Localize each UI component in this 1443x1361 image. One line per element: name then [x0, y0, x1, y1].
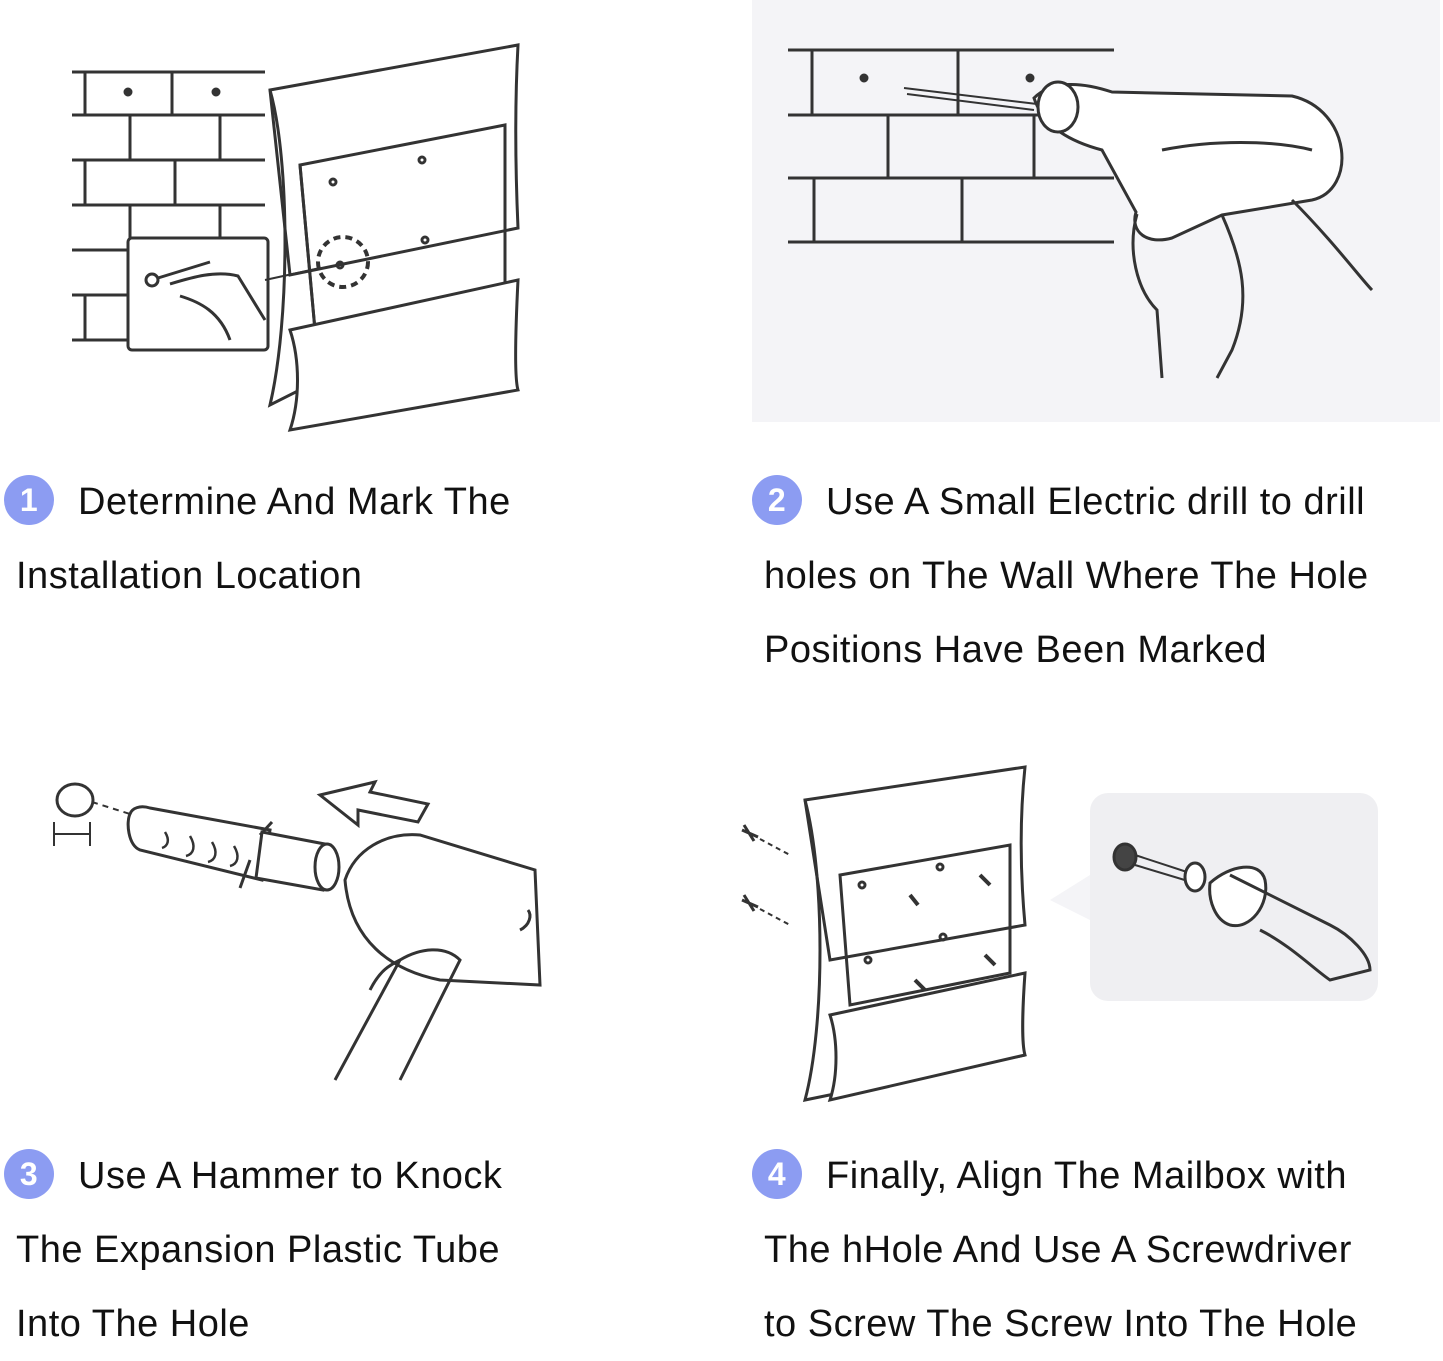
- step-3-badge: 3: [4, 1148, 54, 1199]
- step-4-line-2: The hHole And Use A Screwdriver: [764, 1229, 1352, 1271]
- step-4-line-3: to Screw The Screw Into The Hole: [764, 1303, 1358, 1345]
- step-3-line-1: Use A Hammer to Knock: [78, 1155, 503, 1197]
- step-1-line-2: Installation Location: [16, 555, 363, 597]
- electric-drill-icon: [752, 0, 1440, 422]
- step-1-badge: 1: [4, 474, 54, 525]
- step-2-line-2: holes on The Wall Where The Hole: [764, 555, 1369, 597]
- step-4-badge: 4: [752, 1148, 802, 1199]
- screwdriver-mailbox-icon: [730, 755, 1410, 1115]
- step-4-caption: 4 Finally, Align The Mailbox with The hHo…: [752, 1139, 1357, 1361]
- step-3-caption: 3 Use A Hammer to Knock The Expansion Pla…: [4, 1139, 502, 1361]
- step-3-line-2: The Expansion Plastic Tube: [16, 1229, 501, 1271]
- step-3-line-3: Into The Hole: [16, 1303, 250, 1345]
- mark-wall-icon: [60, 40, 540, 440]
- step-2-line-1: Use A Small Electric drill to drill: [826, 481, 1366, 523]
- step-2-badge: 2: [752, 474, 802, 525]
- step-2-caption: 2 Use A Small Electric drill to drill hol…: [752, 465, 1369, 687]
- step-1-line-1: Determine And Mark The: [78, 481, 511, 523]
- step-4-line-1: Finally, Align The Mailbox with: [826, 1155, 1347, 1197]
- hammer-anchor-icon: [40, 770, 560, 1100]
- step-1-caption: 1 Determine And Mark The Installation Loc…: [4, 465, 511, 613]
- step-2-line-3: Positions Have Been Marked: [764, 629, 1268, 671]
